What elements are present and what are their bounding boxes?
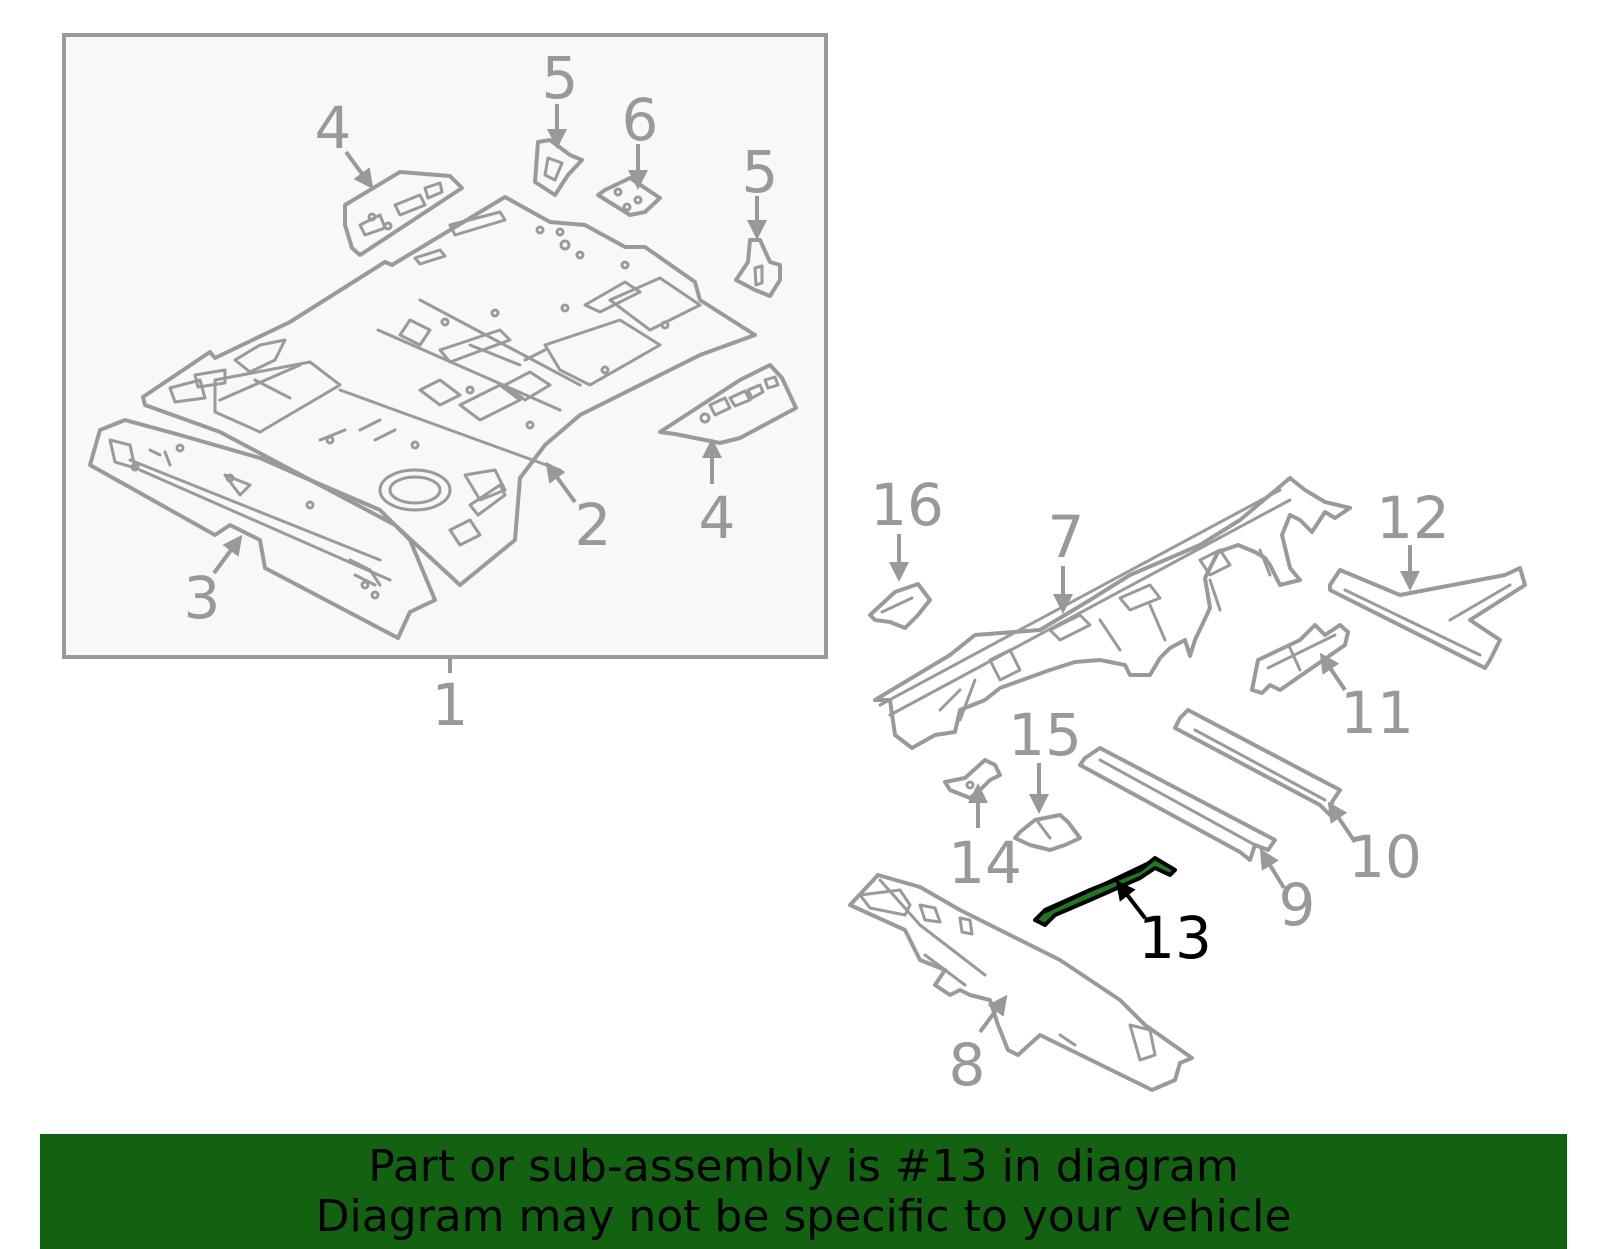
part-4-bracket-left	[343, 170, 464, 257]
callout-5-top: 5	[542, 44, 579, 112]
part-2-floor-pan	[141, 195, 757, 587]
callout-16: 16	[870, 471, 944, 539]
banner-line-2: Diagram may not be specific to your vehi…	[315, 1191, 1292, 1242]
part-5-bracket-right	[734, 238, 782, 298]
part-13-highlighted	[1033, 856, 1177, 927]
callout-6: 6	[622, 86, 659, 154]
callout-8: 8	[949, 1031, 986, 1099]
callout-2: 2	[575, 491, 612, 559]
part-11-bracket	[1250, 623, 1350, 695]
part-12-rail	[1328, 566, 1527, 670]
callout-1: 1	[432, 671, 469, 739]
callout-3: 3	[184, 564, 221, 632]
callout-labels: 1 2 3 4 4 5 5 6 7 8 9 10 11 12 13 14 15 …	[184, 44, 1450, 1099]
part-3-rear-crossmember	[88, 418, 437, 640]
callout-15: 15	[1008, 701, 1082, 769]
callout-13: 13	[1138, 904, 1212, 972]
part-15-bracket	[1013, 813, 1082, 852]
callout-5-right: 5	[742, 138, 779, 206]
callout-4-left: 4	[315, 94, 352, 162]
banner-line-1: Part or sub-assembly is #13 in diagram	[368, 1141, 1239, 1192]
callout-14: 14	[948, 829, 1022, 897]
part-7-side-member	[873, 476, 1352, 750]
part-14-bracket	[943, 758, 1002, 800]
callout-12: 12	[1376, 484, 1450, 552]
callout-10: 10	[1348, 823, 1422, 891]
callout-9: 9	[1279, 871, 1316, 939]
part-9-rail	[1078, 746, 1277, 862]
info-banner: Part or sub-assembly is #13 in diagram D…	[40, 1134, 1567, 1249]
leader-lines	[212, 104, 1420, 1034]
assembly-box	[62, 33, 828, 659]
callout-7: 7	[1048, 503, 1085, 571]
callout-11: 11	[1340, 679, 1414, 747]
callout-4-right: 4	[699, 484, 736, 552]
part-4-bracket-right	[658, 363, 798, 445]
part-16-bracket	[868, 582, 932, 630]
part-8-crossmember	[848, 873, 1194, 1092]
